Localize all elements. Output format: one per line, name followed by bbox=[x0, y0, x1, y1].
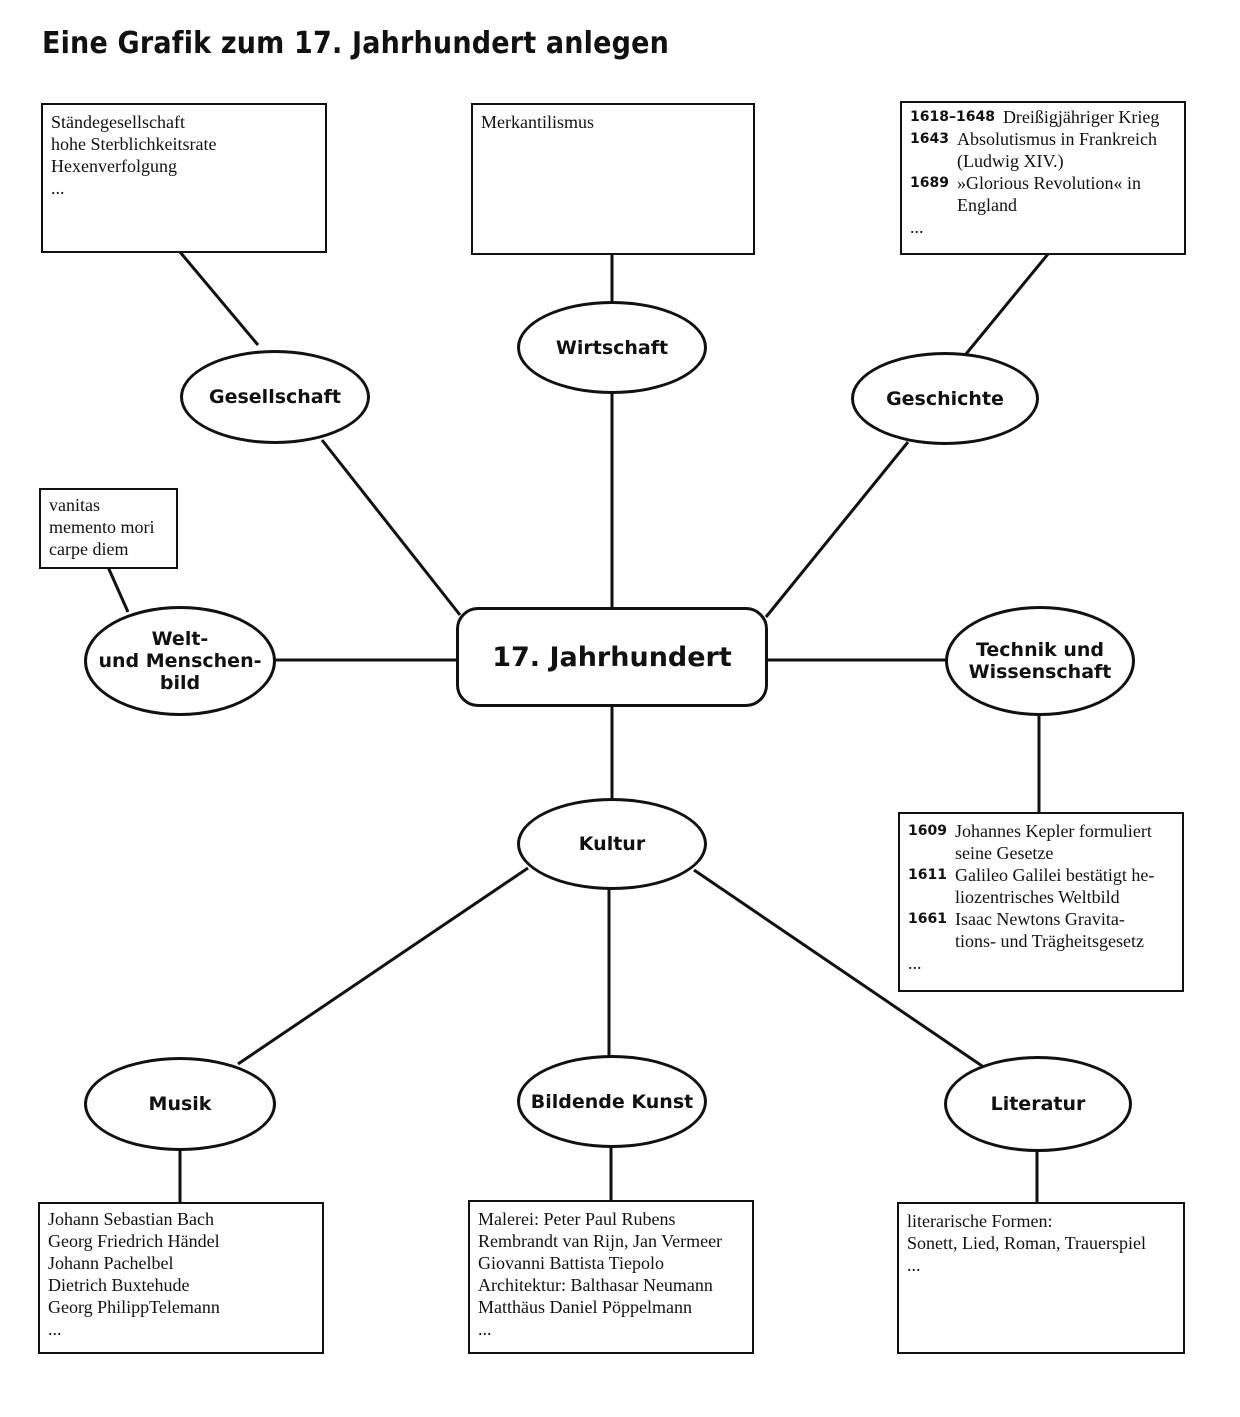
kunst-item: Rembrandt van Rijn, Jan Vermeer bbox=[478, 1231, 723, 1251]
node-kultur: Kultur bbox=[517, 798, 707, 890]
year-label: 1609 bbox=[908, 823, 947, 839]
line-center-geschichte bbox=[764, 441, 910, 618]
welt-box: vanitas memento mori carpe diem bbox=[39, 488, 178, 569]
kunst-item: Architektur: Balthasar Neumann bbox=[478, 1275, 713, 1295]
line-center-gesellschaft bbox=[320, 439, 462, 616]
wirtschaft-item: Merkantilismus bbox=[481, 112, 594, 132]
node-label: Musik bbox=[148, 1093, 212, 1115]
node-technik-und-wissenschaft: Technik und Wissenschaft bbox=[945, 606, 1135, 716]
event-text: Isaac Newtons Gravita- bbox=[954, 909, 1125, 929]
event-text: England bbox=[956, 195, 1017, 215]
node-label: Kultur bbox=[578, 833, 646, 855]
line-geschichte-box bbox=[964, 253, 1050, 355]
technik-more: ... bbox=[908, 953, 922, 973]
node-label: Welt- bbox=[151, 628, 209, 650]
musik-item: Dietrich Buxtehude bbox=[48, 1275, 190, 1295]
musik-box: Johann Sebastian Bach Georg Friedrich Hä… bbox=[38, 1202, 324, 1354]
node-label: Wissenschaft bbox=[968, 661, 1112, 683]
node-label: Literatur bbox=[990, 1093, 1086, 1115]
line-kultur-musik bbox=[237, 866, 529, 1066]
welt-item: vanitas bbox=[49, 495, 100, 515]
technik-entry: 1609 Johannes Kepler formuliert seine Ge… bbox=[908, 820, 1174, 864]
geschichte-more: ... bbox=[910, 217, 924, 237]
event-text: (Ludwig XIV.) bbox=[956, 151, 1064, 171]
line-welt-box bbox=[106, 566, 130, 613]
event-text: »Glorious Revolution« in bbox=[956, 173, 1141, 193]
literatur-item: Sonett, Lied, Roman, Trauerspiel bbox=[907, 1233, 1146, 1253]
node-musik: Musik bbox=[84, 1057, 276, 1151]
node-geschichte: Geschichte bbox=[851, 352, 1039, 445]
node-label: bild bbox=[159, 672, 201, 694]
technik-entry: 1661 Isaac Newtons Gravita- tions- und T… bbox=[908, 908, 1174, 952]
year-label: 1611 bbox=[908, 867, 947, 883]
page-title: Eine Grafik zum 17. Jahrhundert anlegen bbox=[42, 26, 670, 61]
technik-box: 1609 Johannes Kepler formuliert seine Ge… bbox=[898, 812, 1184, 992]
literatur-item: literarische Formen: bbox=[907, 1211, 1053, 1231]
geschichte-box: 1618–1648 Dreißigjähriger Krieg 1643 Abs… bbox=[900, 101, 1186, 255]
musik-item: Johann Sebastian Bach bbox=[48, 1209, 214, 1229]
musik-item: Georg Friedrich Händel bbox=[48, 1231, 220, 1251]
year-label: 1689 bbox=[910, 175, 949, 191]
welt-item: memento mori bbox=[49, 517, 155, 537]
event-text: Absolutismus in Frankreich bbox=[956, 129, 1157, 149]
node-label: Wirtschaft bbox=[555, 336, 669, 359]
welt-item: carpe diem bbox=[49, 539, 129, 559]
gesellschaft-item: hohe Sterblichkeitsrate bbox=[51, 134, 217, 154]
kunst-item: Matthäus Daniel Pöppelmann bbox=[478, 1297, 692, 1317]
kunst-box: Malerei: Peter Paul Rubens Rembrandt van… bbox=[468, 1200, 754, 1354]
musik-item: Johann Pachelbel bbox=[48, 1253, 174, 1273]
node-literatur: Literatur bbox=[944, 1056, 1132, 1152]
node-label: und Menschen- bbox=[98, 650, 262, 672]
node-label: Geschichte bbox=[886, 387, 1004, 410]
node-label: Bildende Kunst bbox=[530, 1090, 694, 1113]
center-node: 17. Jahrhundert bbox=[456, 607, 768, 707]
gesellschaft-item: Ständegesellschaft bbox=[51, 112, 185, 132]
musik-item: Georg PhilippTelemann bbox=[48, 1297, 220, 1317]
event-text: Dreißigjähriger Krieg bbox=[1002, 107, 1160, 127]
literatur-box: literarische Formen: Sonett, Lied, Roman… bbox=[897, 1202, 1185, 1354]
node-label: Technik und bbox=[975, 639, 1105, 661]
node-label: Gesellschaft bbox=[209, 386, 341, 408]
geschichte-entry: 1618–1648 Dreißigjähriger Krieg bbox=[910, 106, 1176, 128]
geschichte-entry: 1689 »Glorious Revolution« in England bbox=[910, 172, 1176, 216]
year-label: 1618–1648 bbox=[910, 109, 995, 125]
node-bildende-kunst: Bildende Kunst bbox=[517, 1055, 707, 1148]
event-text: Johannes Kepler formuliert bbox=[954, 821, 1152, 841]
geschichte-entry: 1643 Absolutismus in Frankreich (Ludwig … bbox=[910, 128, 1176, 172]
gesellschaft-item: ... bbox=[51, 178, 65, 198]
node-gesellschaft: Gesellschaft bbox=[180, 350, 370, 444]
wirtschaft-box: Merkantilismus bbox=[471, 103, 755, 255]
node-wirtschaft: Wirtschaft bbox=[517, 301, 707, 394]
event-text: liozentrisches Weltbild bbox=[954, 887, 1120, 907]
line-gesellschaft-box bbox=[178, 251, 260, 346]
event-text: tions- und Trägheitsgesetz bbox=[954, 931, 1144, 951]
node-welt-und-menschenbild: Welt- und Menschen- bild bbox=[84, 606, 276, 716]
kunst-item: ... bbox=[478, 1319, 492, 1339]
musik-item: ... bbox=[48, 1319, 62, 1339]
literatur-item: ... bbox=[907, 1255, 921, 1275]
gesellschaft-box: Ständegesellschaft hohe Sterblichkeitsra… bbox=[41, 103, 327, 253]
gesellschaft-item: Hexenverfolgung bbox=[51, 156, 177, 176]
technik-entry: 1611 Galileo Galilei bestätigt he- lioze… bbox=[908, 864, 1174, 908]
kunst-item: Malerei: Peter Paul Rubens bbox=[478, 1209, 676, 1229]
year-label: 1643 bbox=[910, 131, 949, 147]
kunst-item: Giovanni Battista Tiepolo bbox=[478, 1253, 665, 1273]
year-label: 1661 bbox=[908, 911, 947, 927]
line-kultur-literatur bbox=[693, 868, 989, 1072]
event-text: seine Gesetze bbox=[954, 843, 1054, 863]
event-text: Galileo Galilei bestätigt he- bbox=[954, 865, 1155, 885]
